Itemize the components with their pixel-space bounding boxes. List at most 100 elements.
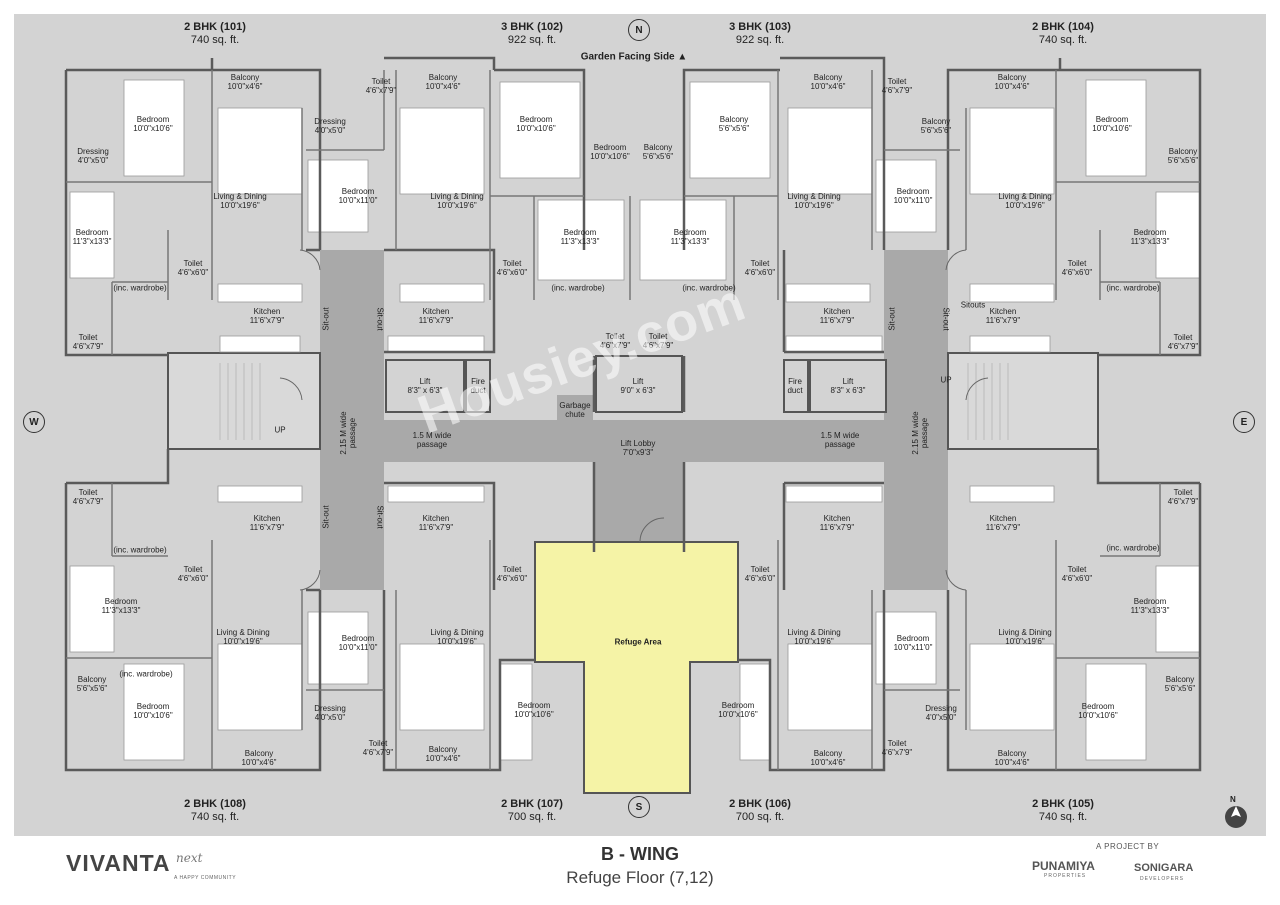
west-vertical-passage — [320, 250, 384, 590]
room-name: Living & Dining — [998, 192, 1052, 201]
room-label: (inc. wardrobe) — [119, 670, 172, 679]
unit-header-105: 2 BHK (105)740 sq. ft. — [993, 798, 1133, 824]
room-dimension: 11'3"x13'3" — [560, 237, 600, 246]
room-name: Toilet — [368, 739, 388, 748]
room-name: Lift — [419, 377, 431, 386]
room-name: Refuge Area — [614, 637, 662, 647]
room-dimension: 5'6"x5'6" — [718, 124, 750, 133]
room-dimension: 10'0"x19'6" — [437, 637, 477, 646]
unit-name: 2 BHK (106) — [729, 798, 791, 810]
room-dimension: 10'0"x19'6" — [223, 637, 263, 646]
room-name: UP — [940, 375, 952, 385]
room-label: (inc. wardrobe) — [113, 284, 166, 293]
room-dimension: 10'0"x19'6" — [1005, 637, 1045, 646]
sit-out-label: Sit-out — [375, 505, 385, 529]
unit-header-108: 2 BHK (108)740 sq. ft. — [145, 798, 285, 824]
unit-header-102: 3 BHK (102)922 sq. ft. — [462, 21, 602, 47]
room-name: Sitouts — [960, 300, 986, 310]
room-name: Balcony — [813, 73, 843, 82]
project-brand-suffix: next — [176, 851, 203, 865]
sit-out-label: Sit-out — [321, 505, 331, 529]
room-name: Bedroom — [1095, 115, 1129, 124]
room-name: Bedroom — [104, 597, 138, 606]
room-name: Balcony — [77, 675, 107, 684]
unit-area: 922 sq. ft. — [507, 34, 557, 46]
north-arrow-label: N — [1230, 795, 1236, 804]
room-name: Living & Dining — [430, 192, 484, 201]
room-dimension: 10'0"x11'0" — [893, 643, 933, 652]
room-dimension: 10'0"x19'6" — [437, 201, 477, 210]
room-name: UP — [274, 425, 286, 435]
room-name: Lift Lobby — [620, 439, 656, 448]
room-name: Bedroom — [563, 228, 597, 237]
room-name: Living & Dining — [430, 628, 484, 637]
unit-name: 2 BHK (104) — [1032, 21, 1094, 33]
unit-area: 740 sq. ft. — [190, 811, 240, 823]
room-dimension: 11'3"x13'3" — [1130, 237, 1170, 246]
room-dimension: 4'6"x7'9" — [599, 341, 631, 350]
room-label: UP — [274, 426, 285, 435]
room-label: UP — [940, 376, 951, 385]
room-name: Toilet — [648, 332, 668, 341]
room-dimension: 5'6"x5'6" — [1167, 156, 1199, 165]
fire-duct-east — [783, 359, 809, 413]
unit-area: 922 sq. ft. — [735, 34, 785, 46]
unit-name: 3 BHK (102) — [501, 21, 563, 33]
room-dimension: 4'6"x6'0" — [1061, 574, 1093, 583]
room-name: Kitchen — [823, 514, 851, 523]
room-dimension: 11'6"x7'9" — [249, 523, 285, 532]
room-name: Kitchen — [253, 514, 281, 523]
room-name: Toilet — [78, 333, 98, 342]
room-name: (inc. wardrobe) — [551, 283, 605, 293]
room-name: Dressing — [77, 147, 109, 156]
room-label: Sitouts — [961, 301, 985, 310]
garden-facing-side-label: Garden Facing Side ▲ — [580, 51, 688, 63]
compass-east: E — [1233, 411, 1255, 433]
room-name: Garbage — [559, 401, 591, 410]
central-horizontal-passage — [384, 420, 884, 462]
room-name: (inc. wardrobe) — [682, 283, 736, 293]
developer-sonigara-sub: DEVELOPERS — [1140, 876, 1184, 882]
room-dimension: 10'0"x4'6" — [994, 758, 1030, 767]
room-dimension: 10'0"x4'6" — [425, 754, 461, 763]
room-dimension: duct — [787, 386, 803, 395]
room-dimension: duct — [470, 386, 486, 395]
unit-header-101: 2 BHK (101)740 sq. ft. — [145, 21, 285, 47]
garbage-chute — [557, 395, 593, 421]
room-name: Kitchen — [253, 307, 281, 316]
room-name: Bedroom — [341, 634, 375, 643]
